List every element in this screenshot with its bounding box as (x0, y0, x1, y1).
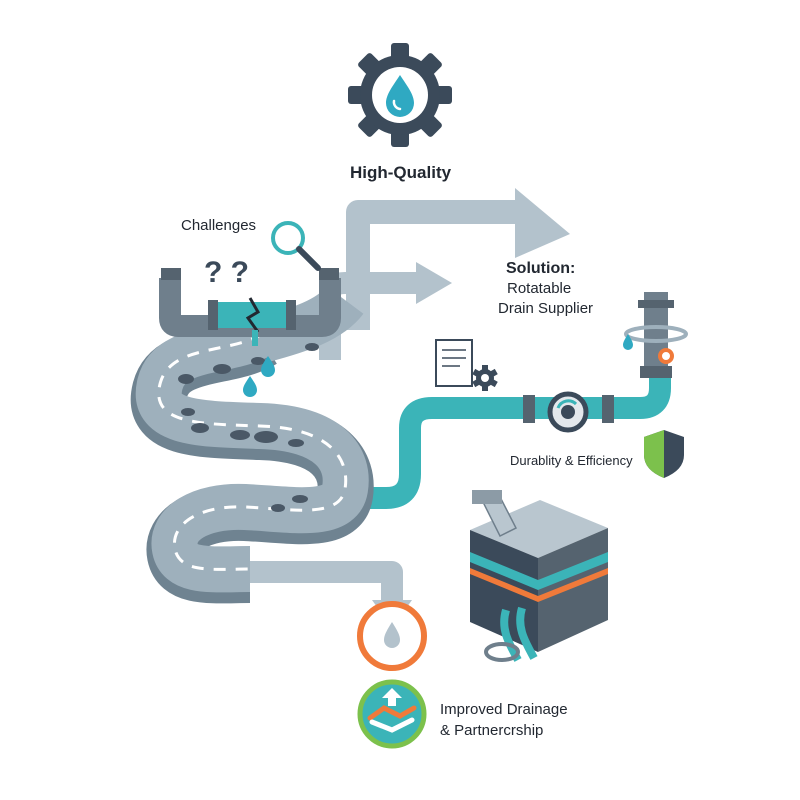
shield-icon (644, 430, 684, 478)
target-drop-icon (357, 601, 427, 671)
teal-pipe (345, 375, 671, 509)
challenges-label: Challenges (181, 217, 257, 234)
water-drops (243, 334, 633, 397)
durability-label: Durablity & Efficiency (510, 453, 633, 468)
gear-water-drop-icon (348, 43, 452, 147)
pipe-collar (523, 395, 535, 423)
flow-arrow-solution-upper (346, 200, 520, 330)
solution-heading: Solution: (506, 260, 576, 277)
valve-wheel-icon (547, 391, 589, 433)
pipe-collar (602, 395, 614, 423)
solution-line-2: Drain Supplier (498, 300, 594, 317)
handshake-icon (357, 679, 427, 749)
broken-pipe-icon (159, 268, 341, 346)
flow-arrow-solution-upper-head (515, 188, 570, 258)
question-marks: ? ? (204, 256, 249, 289)
diagram-title: High-Quality (350, 163, 452, 182)
magnifier-icon (271, 221, 321, 271)
outcome-line-1: Improved Drainage (440, 701, 568, 718)
vertical-pipe (624, 292, 688, 378)
drain-unit-icon (470, 490, 608, 662)
flow-arrow-outcome (250, 561, 403, 605)
road-rocks (178, 343, 319, 512)
flow-arrow-solution-middle-head (416, 262, 452, 304)
blueprint-gear-icon (435, 339, 498, 391)
solution-line-1: Rotatable (507, 280, 572, 297)
outcome-line-2: & Partnercrship (440, 722, 544, 739)
